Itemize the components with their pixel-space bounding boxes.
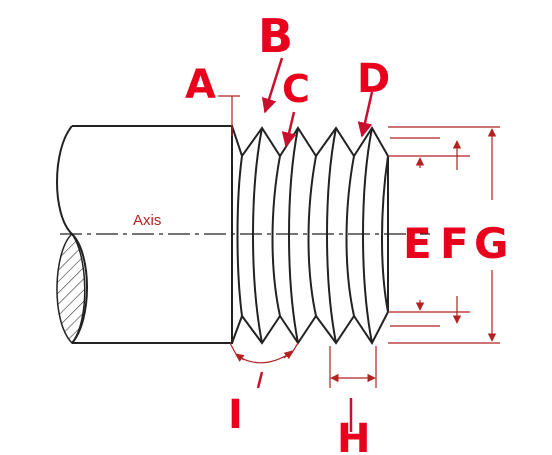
label-b: B <box>258 9 293 63</box>
label-i: I <box>228 392 243 438</box>
label-d: D <box>357 56 390 102</box>
axis-line: Axis <box>60 212 430 235</box>
label-c: C <box>282 67 310 111</box>
label-g: G <box>474 219 508 268</box>
section-hatch <box>56 232 86 345</box>
label-e: E <box>403 219 432 268</box>
axis-label: Axis <box>133 212 161 229</box>
dimension-lines <box>218 95 500 388</box>
label-h: H <box>337 416 370 455</box>
label-a: A <box>185 62 216 108</box>
label-f: F <box>440 219 469 268</box>
pointer-arrows <box>256 57 374 432</box>
handwritten-labels: A B C D E F G H I <box>185 9 508 455</box>
